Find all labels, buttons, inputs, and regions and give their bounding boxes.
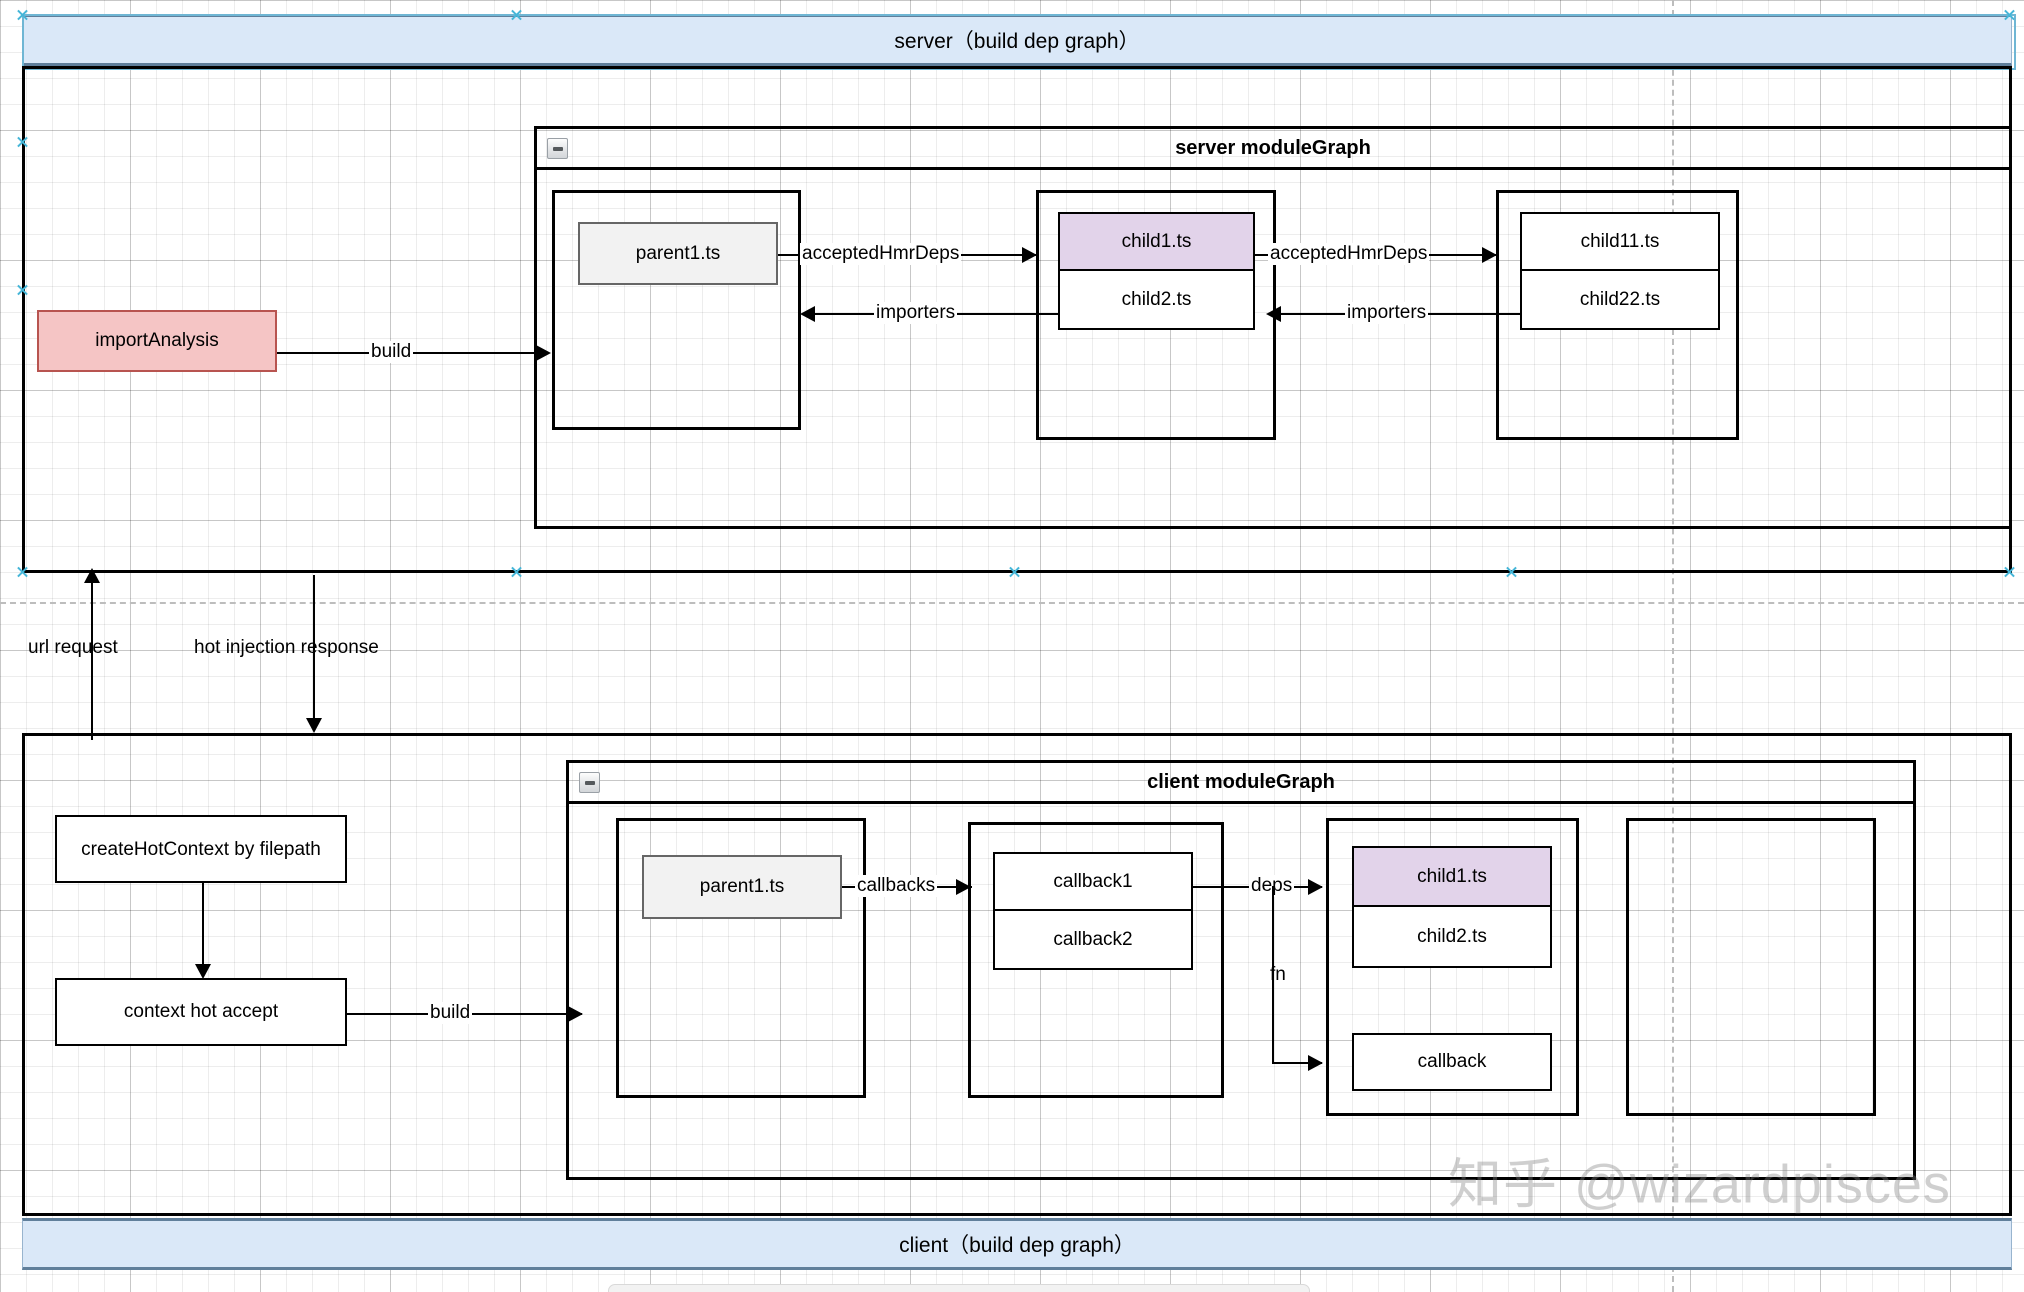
edge-importers2-label: importers	[1345, 302, 1429, 324]
edge-hot-injection-label: hot injection response	[194, 637, 379, 658]
client-empty-group	[1626, 818, 1876, 1116]
edge-fn-hline	[1272, 1062, 1322, 1064]
server-parent-group	[552, 190, 801, 430]
client-child1-cell[interactable]: child1.ts	[1354, 848, 1550, 907]
client-child2-cell[interactable]: child2.ts	[1354, 907, 1550, 966]
edge-deps-label: deps	[1249, 875, 1295, 897]
client-child2-label: child2.ts	[1417, 925, 1487, 947]
minus-box-icon[interactable]	[579, 772, 600, 793]
client-child-group	[1326, 818, 1579, 1116]
selection-handle-bc2[interactable]	[1008, 565, 1021, 578]
edge-callbacks-label: callbacks	[855, 875, 938, 897]
callback2-label: callback2	[1053, 928, 1133, 950]
edge-hot-injection-arrow	[306, 718, 322, 733]
server-child2-label: child2.ts	[1121, 288, 1192, 310]
server-child1-label: child1.ts	[1121, 230, 1192, 252]
horizontal-scrollbar[interactable]	[608, 1284, 1310, 1292]
selection-handle-bc3[interactable]	[1505, 565, 1518, 578]
edge-hot-injection-line	[313, 575, 315, 730]
context-hot-accept-label: context hot accept	[123, 1001, 279, 1022]
callback1-label: callback1	[1053, 870, 1133, 892]
client-callback-node[interactable]: callback	[1352, 1033, 1552, 1091]
client-module-graph-title: client moduleGraph	[1147, 770, 1335, 793]
server-child1-cell[interactable]: child1.ts	[1060, 214, 1253, 271]
client-module-graph-header: client moduleGraph	[569, 763, 1913, 804]
client-outer-container	[22, 733, 2012, 1216]
client-title-band: client（build dep graph）	[22, 1218, 2012, 1270]
edge-importers1-label: importers	[874, 302, 958, 324]
selection-handle-bl[interactable]	[16, 565, 29, 578]
edge-url-request-arrow	[84, 568, 100, 583]
edge-hmr2-label: acceptedHmrDeps	[1268, 243, 1430, 265]
selection-handle-ml[interactable]	[16, 135, 29, 148]
edge-fn-arrow	[1308, 1055, 1323, 1071]
context-hot-accept-node[interactable]: context hot accept	[55, 978, 347, 1046]
client-parent1-node[interactable]: parent1.ts	[642, 855, 842, 919]
edge-importers2-arrow	[1266, 306, 1281, 322]
server-module-graph-header: server moduleGraph	[537, 129, 2009, 170]
server-module-graph-container: server moduleGraph	[534, 126, 2012, 529]
edge-hmr2-arrow	[1482, 247, 1497, 263]
client-callback-stack[interactable]: callback1 callback2	[993, 852, 1193, 970]
edge-url-request-line	[91, 580, 93, 740]
selection-handle-ml2[interactable]	[16, 283, 29, 296]
server-child22-label: child22.ts	[1579, 288, 1661, 310]
server-child-group-2	[1496, 190, 1739, 440]
server-parent1-label: parent1.ts	[635, 242, 721, 264]
edge-url-request-label: url request	[28, 637, 118, 658]
selection-handle-tc[interactable]	[510, 8, 523, 21]
selection-handle-br[interactable]	[2003, 565, 2016, 578]
server-parent1-node[interactable]: parent1.ts	[578, 222, 778, 285]
server-child11-label: child11.ts	[1580, 230, 1660, 252]
server-child-stack-2[interactable]: child11.ts child22.ts	[1520, 212, 1720, 330]
edge-build-client-arrow	[568, 1006, 583, 1022]
page-guide-vertical	[1672, 0, 1674, 1292]
edge-build-client-label: build	[428, 1002, 473, 1024]
server-child11-cell[interactable]: child11.ts	[1522, 214, 1718, 271]
selection-handle-tl[interactable]	[16, 8, 29, 21]
server-module-graph-title: server moduleGraph	[1175, 136, 1371, 159]
edge-hmr1-label: acceptedHmrDeps	[800, 243, 962, 265]
edge-deps-arrow	[1308, 879, 1323, 895]
server-title-text: server（build dep graph）	[894, 30, 1140, 53]
edge-callbacks-arrow	[956, 879, 971, 895]
selection-handle-tr[interactable]	[2003, 8, 2016, 21]
edge-build-server-label: build	[369, 341, 414, 363]
client-parent1-label: parent1.ts	[699, 876, 785, 897]
client-callback-group	[968, 822, 1224, 1098]
client-parent-group	[616, 818, 866, 1098]
watermark: 知乎 @wizardpisces	[1448, 1154, 1951, 1215]
edge-fn-vline	[1272, 886, 1274, 1062]
edge-build-server-arrow	[536, 345, 551, 361]
page-guide-horizontal	[0, 602, 2024, 604]
edge-hmr1-arrow	[1022, 247, 1037, 263]
edge-context-flow-line	[202, 883, 204, 976]
client-child-stack[interactable]: child1.ts child2.ts	[1352, 846, 1552, 968]
server-child-stack-1[interactable]: child1.ts child2.ts	[1058, 212, 1255, 330]
client-callback-node-label: callback	[1417, 1051, 1487, 1072]
server-title-band: server（build dep graph）	[22, 14, 2012, 66]
edge-fn-label: fn	[1270, 964, 1286, 985]
client-child1-label: child1.ts	[1417, 865, 1487, 887]
callback1-cell[interactable]: callback1	[995, 854, 1191, 911]
server-child22-cell[interactable]: child22.ts	[1522, 271, 1718, 328]
client-title-text: client（build dep graph）	[899, 1234, 1135, 1257]
selection-handle-bc[interactable]	[510, 565, 523, 578]
import-analysis-node[interactable]: importAnalysis	[37, 310, 277, 372]
edge-context-flow-arrow	[195, 964, 211, 979]
import-analysis-label: importAnalysis	[95, 330, 219, 351]
callback2-cell[interactable]: callback2	[995, 911, 1191, 968]
create-hot-context-label: createHotContext by filepath	[81, 838, 321, 860]
client-module-graph-container: client moduleGraph	[566, 760, 1916, 1180]
server-child2-cell[interactable]: child2.ts	[1060, 271, 1253, 328]
minus-box-icon[interactable]	[547, 138, 568, 159]
create-hot-context-node[interactable]: createHotContext by filepath	[55, 815, 347, 883]
edge-importers1-arrow	[800, 306, 815, 322]
